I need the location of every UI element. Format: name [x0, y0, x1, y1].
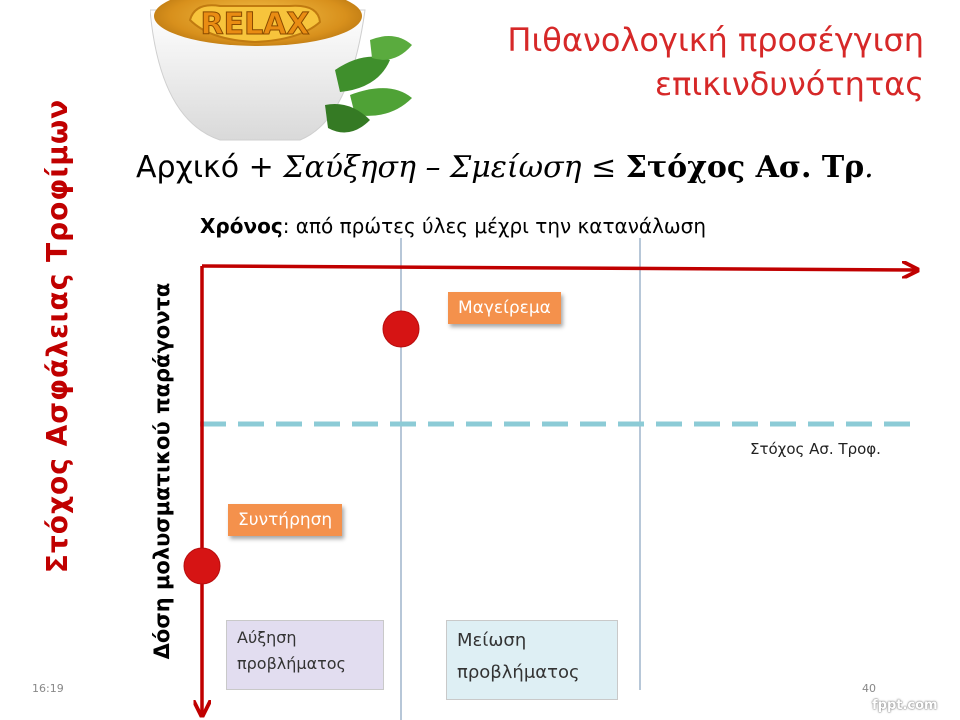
- reduction-box-line1: Μείωση: [457, 630, 527, 651]
- footer-brand[interactable]: fppt.com: [872, 698, 938, 713]
- formula-dot: .: [864, 150, 874, 185]
- formula-plus: +: [239, 150, 284, 185]
- tag-storage: Συντήρηση: [228, 504, 343, 536]
- time-axis-arrow: [201, 266, 916, 270]
- relax-cup-image: RELAX: [149, 0, 420, 150]
- formula-minus: –: [415, 150, 451, 185]
- formula-target: Στόχος Ασ. Τρ: [625, 150, 865, 185]
- formula-decrease: Σμείωση: [450, 150, 582, 185]
- relax-logo-text: RELAX: [200, 7, 309, 42]
- storage-point: [183, 547, 221, 585]
- time-axis-caption: Χρόνος: από πρώτες ύλες μέχρι την κατανά…: [200, 214, 706, 238]
- growth-box-line2: προβλήματος: [237, 654, 346, 673]
- slide-title: Πιθανολογική προσέγγιση επικινδυνότητας: [364, 18, 924, 106]
- cooking-point: [382, 310, 420, 348]
- growth-box: Αύξηση προβλήματος: [226, 620, 384, 690]
- formula-increase: Σαύξηση: [283, 150, 416, 185]
- time-caption-label: Χρόνος: [200, 214, 283, 238]
- formula-initial: Αρχικό: [136, 150, 240, 185]
- footer-page-number: 40: [862, 682, 876, 695]
- reduction-box: Μείωση προβλήματος: [446, 620, 618, 700]
- formula-leq: ≤: [581, 150, 626, 185]
- time-caption-text: : από πρώτες ύλες μέχρι την κατανάλωση: [282, 214, 707, 238]
- reduction-box-line2: προβλήματος: [457, 662, 580, 683]
- slide-title-line1: Πιθανολογική προσέγγιση: [507, 21, 924, 59]
- growth-box-line1: Αύξηση: [237, 628, 297, 647]
- slide-title-line2: επικινδυνότητας: [654, 65, 924, 103]
- tag-cooking: Μαγείρεμα: [448, 292, 561, 324]
- risk-formula: Αρχικό + Σαύξηση – Σμείωση ≤ Στόχος Ασ. …: [136, 150, 936, 185]
- footer-time: 16:19: [32, 682, 64, 695]
- target-label: Στόχος Ασ. Τροφ.: [750, 440, 881, 458]
